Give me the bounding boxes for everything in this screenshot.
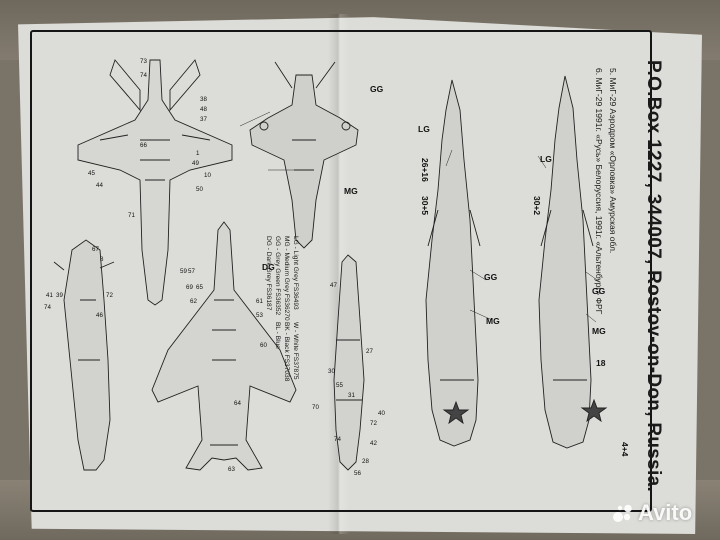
serial-code-label: 26+16 — [420, 158, 430, 182]
color-code-label: MG — [344, 186, 358, 196]
part-number: 37 — [200, 116, 207, 123]
legend-item: GG - Grey Green FS36352 — [274, 236, 281, 316]
part-number: 59 — [180, 268, 187, 275]
part-number: 40 — [378, 410, 385, 417]
part-number: 27 — [366, 348, 373, 355]
legend-item: DG - Dark Grey FS36187 — [265, 236, 272, 311]
part-number: 41 — [46, 292, 53, 299]
avito-logo-icon — [613, 504, 632, 522]
part-number: 38 — [200, 96, 207, 103]
avito-watermark: Avito — [612, 500, 692, 526]
part-number: 49 — [192, 160, 199, 167]
part-number: 30 — [328, 368, 335, 375]
part-number: 46 — [96, 312, 103, 319]
decal-instruction-sheet — [18, 17, 702, 534]
color-code-label: MG — [592, 326, 606, 336]
legend-item: W - White FS37875 — [292, 322, 299, 380]
side-view-aircraft-right-1 — [425, 79, 481, 447]
legend-item: BL - Blue — [274, 322, 281, 349]
part-number: 28 — [362, 458, 369, 465]
part-number: 39 — [56, 292, 63, 299]
watermark-text: Avito — [638, 500, 693, 525]
sheet-address: P.O.Box 1227, 344007, Rostov-on-Don, Rus… — [643, 60, 664, 493]
color-legend-col2: W - White FS37875 BK - Black FS37038 BL … — [273, 322, 300, 381]
part-number: 10 — [204, 172, 211, 179]
part-number: 64 — [234, 400, 241, 407]
part-number: 44 — [96, 182, 103, 189]
part-number: 63 — [228, 466, 235, 473]
part-number: 71 — [128, 212, 135, 219]
serial-code-label: 30+5 — [420, 196, 430, 216]
part-number: 55 — [336, 382, 343, 389]
part-number: 53 — [256, 312, 263, 319]
part-number: 66 — [140, 142, 147, 149]
side-view-aircraft-right-2 — [538, 75, 608, 449]
part-number: 74 — [44, 304, 51, 311]
serial-code-label: 30+2 — [532, 196, 542, 216]
part-number: 57 — [188, 268, 195, 275]
top-view-aircraft-left — [77, 59, 233, 306]
color-code-label: GG — [592, 286, 606, 296]
part-number: 67 — [92, 246, 99, 253]
part-number: 8 — [100, 256, 104, 263]
part-number: 50 — [196, 186, 203, 193]
part-number: 61 — [256, 298, 263, 305]
color-code-label: GG — [484, 272, 498, 282]
part-number: 60 — [260, 342, 267, 349]
bottom-view-aircraft-middle — [151, 221, 297, 471]
side-view-aircraft-left — [53, 239, 115, 471]
part-number: 70 — [312, 404, 319, 411]
part-number: 73 — [140, 58, 147, 65]
part-number: 74 — [334, 436, 341, 443]
color-code-label: LG — [418, 124, 430, 134]
color-code-label: MG — [486, 316, 500, 326]
part-number: 72 — [370, 420, 377, 427]
color-code-label: DG — [262, 262, 275, 272]
serial-code-label: 4+4 — [620, 442, 630, 457]
caption-scheme-6: 6. МиГ-29 1991г. «Русь» Белоруссия, 1991… — [594, 68, 604, 315]
legend-item: BK - Black FS37038 — [283, 322, 290, 382]
color-code-label: LG — [540, 154, 552, 164]
serial-code-label: 18 — [596, 358, 606, 368]
part-number: 62 — [190, 298, 197, 305]
part-number: 48 — [200, 106, 207, 113]
caption-scheme-5: 5. МиГ-29 Аэродром «Орловка» Амурская об… — [608, 68, 618, 254]
side-view-aircraft-center-right — [333, 254, 365, 471]
part-number: 47 — [330, 282, 337, 289]
part-number: 1 — [196, 150, 200, 157]
part-number: 72 — [106, 292, 113, 299]
color-code-label: GG — [370, 84, 384, 94]
part-number: 56 — [354, 470, 361, 477]
color-legend-col1: LG - Light Grey FS36493 MG - Medium Grey… — [264, 236, 300, 321]
legend-item: MG - Medium Grey FS36270 — [283, 236, 290, 321]
part-number: 74 — [140, 72, 147, 79]
part-number: 31 — [348, 392, 355, 399]
part-number: 45 — [88, 170, 95, 177]
legend-item: LG - Light Grey FS36493 — [292, 236, 299, 310]
part-number: 42 — [370, 440, 377, 447]
part-number: 65 — [196, 284, 203, 291]
sheet-border — [30, 30, 652, 512]
top-view-aircraft-middle — [249, 61, 359, 249]
part-number: 69 — [186, 284, 193, 291]
